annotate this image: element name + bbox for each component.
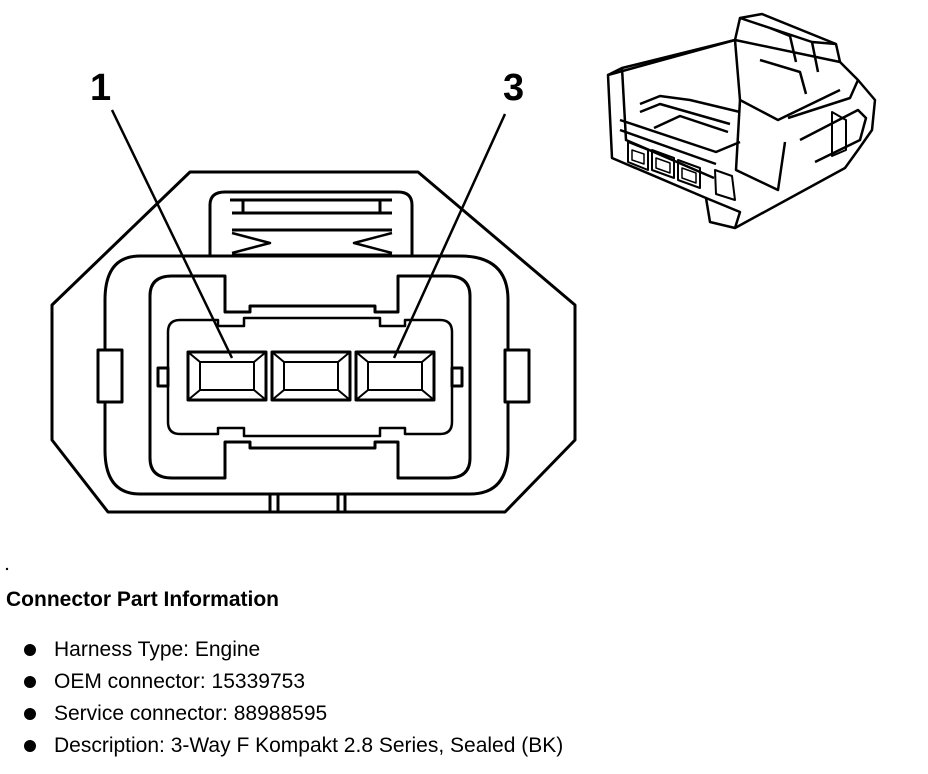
inner-housing <box>103 254 510 496</box>
connector-isometric-view <box>606 12 877 230</box>
description-text: Description: 3-Way F Kompakt 2.8 Series,… <box>54 734 564 757</box>
bullet-icon <box>24 740 36 752</box>
bullet-icon <box>24 676 36 688</box>
harness-type-text: Harness Type: Engine <box>54 638 261 661</box>
list-item-oem-connector: OEM connector: 15339753 <box>6 666 906 698</box>
pin-3-leader <box>392 113 507 359</box>
right-side-tab <box>503 348 531 404</box>
stray-dot <box>5 567 9 571</box>
connector-face-view <box>50 109 577 514</box>
connector-info-title: Connector Part Information <box>6 588 280 611</box>
terminal-insert <box>148 274 472 480</box>
connector-part-information: Connector Part Information Harness Type:… <box>6 586 906 762</box>
left-side-tab <box>96 348 124 404</box>
pin-1-label: 1 <box>90 67 111 109</box>
bottom-key <box>268 494 347 512</box>
list-item-description: Description: 3-Way F Kompakt 2.8 Series,… <box>6 730 906 762</box>
service-connector-text: Service connector: 88988595 <box>54 702 328 725</box>
outer-housing <box>50 170 577 514</box>
top-latch <box>208 190 414 256</box>
list-item-service-connector: Service connector: 88988595 <box>6 698 906 730</box>
list-item-harness-type: Harness Type: Engine <box>6 634 906 666</box>
bullet-icon <box>24 644 36 656</box>
connector-info-list: Harness Type: Engine OEM connector: 1533… <box>6 634 906 762</box>
bullet-icon <box>24 708 36 720</box>
cavity-2 <box>270 350 352 402</box>
cavity-3 <box>354 350 436 402</box>
oem-connector-text: OEM connector: 15339753 <box>54 670 305 693</box>
cavity-1 <box>186 350 268 402</box>
pin-3-label: 3 <box>503 67 524 109</box>
pin-1-leader <box>110 109 234 359</box>
